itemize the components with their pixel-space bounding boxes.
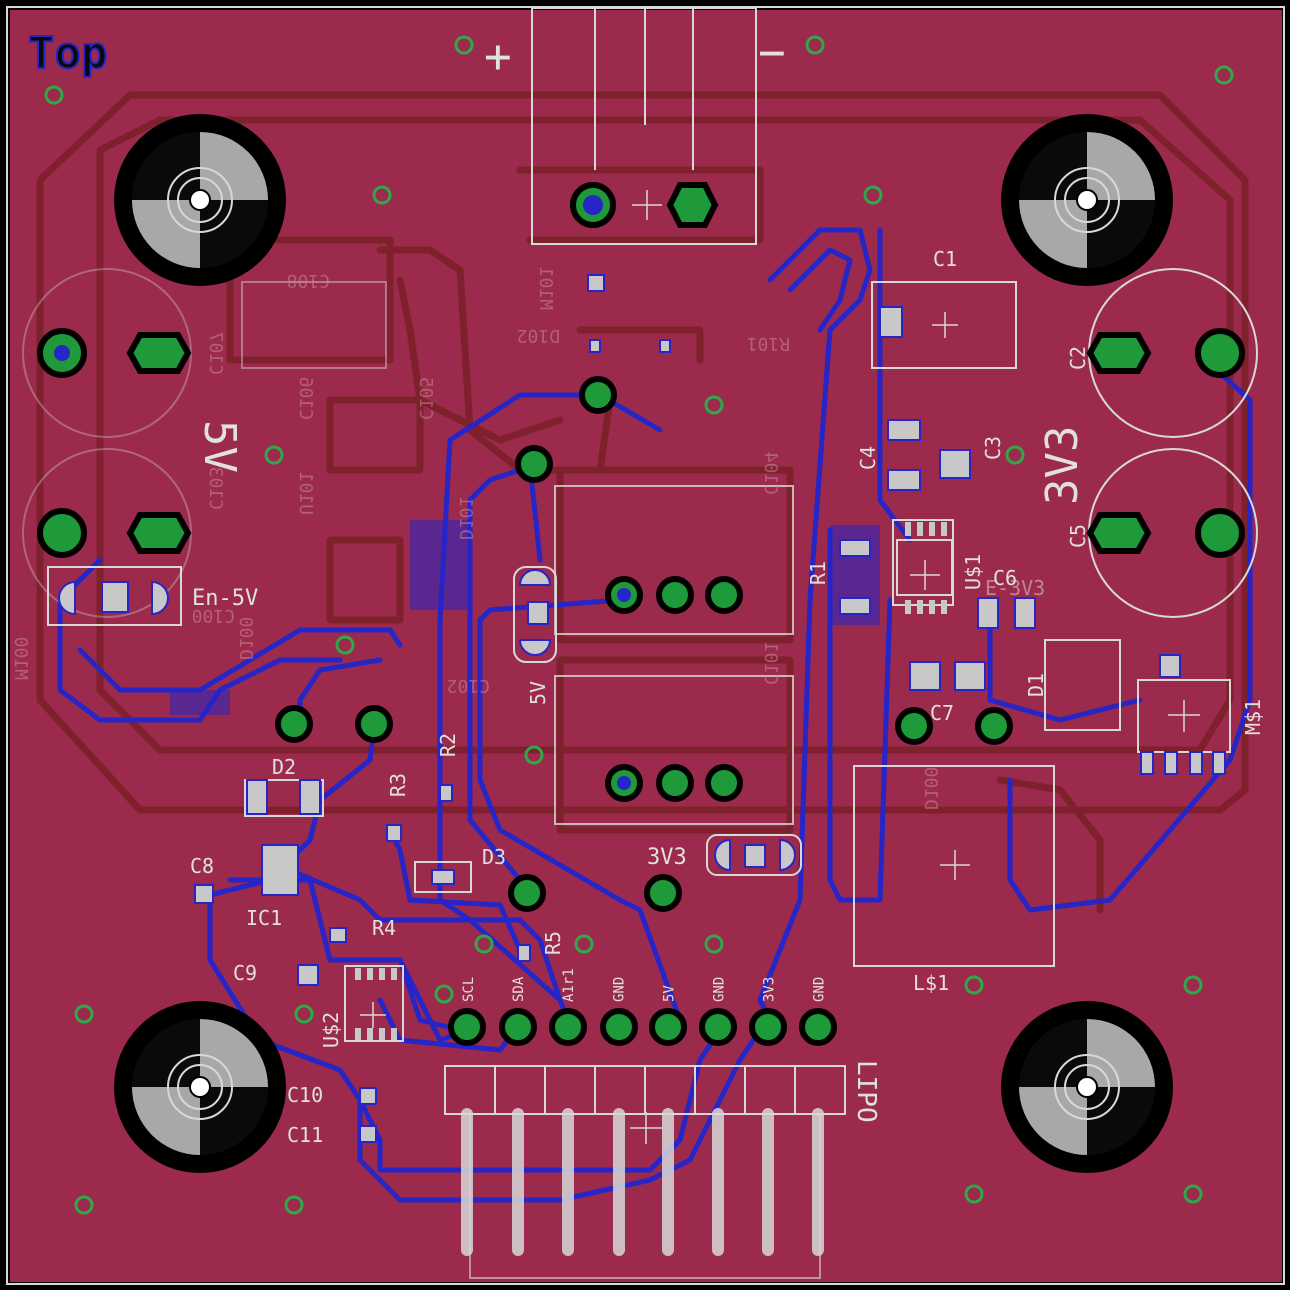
ic-bodies <box>355 522 953 1040</box>
mirror-label-d100b: D100 <box>235 617 256 660</box>
label-ls1: L$1 <box>913 971 949 995</box>
label-c8: C8 <box>190 854 214 878</box>
label-r2: R2 <box>436 733 460 757</box>
label-lipo: LIPO <box>851 1060 881 1123</box>
mount-hole-top-left <box>114 114 286 286</box>
header-pin-label: SDA <box>511 976 527 1002</box>
mirror-label-c103: C103 <box>205 467 226 510</box>
mirror-label-c105: C105 <box>415 377 436 420</box>
label-c11: C11 <box>287 1123 323 1147</box>
label-d2: D2 <box>272 755 296 779</box>
label-c7: C7 <box>930 701 954 725</box>
mirror-label-d100: D100 <box>920 767 941 810</box>
silk-labels: + − C1 C2 C3 C4 C5 C6 C7 C8 C9 C10 C11 R… <box>190 25 1265 1147</box>
layer-title: Top <box>28 28 107 79</box>
mirrored-bottom-labels: C108 D102 R101 M101 C107 C106 C105 C103 … <box>10 267 941 810</box>
mirror-label-c108: C108 <box>287 270 330 291</box>
label-c9: C9 <box>233 961 257 985</box>
label-3v3-big: 3V3 <box>1037 426 1088 505</box>
bottom-copper-regions <box>170 520 880 715</box>
label-ic1: IC1 <box>246 906 282 930</box>
header-pin-label: GND <box>611 977 627 1002</box>
label-5v-big: 5V <box>194 420 245 473</box>
mirror-label-c100: C100 <box>192 605 235 626</box>
label-3v3-small: 3V3 <box>647 845 687 870</box>
label-5v-small: 5V <box>526 681 550 705</box>
label-c4: C4 <box>856 446 880 470</box>
header-pin-labels: SCL SDA A1r1 GND 5V GND 3V3 GND <box>461 968 828 1002</box>
vias <box>44 35 1234 1215</box>
mirror-label-m100: M100 <box>10 637 31 680</box>
header-pin-label: GND <box>712 977 728 1002</box>
header-pin-label: SCL <box>461 977 477 1002</box>
header-pin-label: GND <box>812 977 828 1002</box>
header-pin-label: A1r1 <box>561 968 577 1002</box>
label-c10: C10 <box>287 1083 323 1107</box>
mirror-label-c101: C101 <box>760 642 781 685</box>
mirror-label-r101: R101 <box>747 333 790 354</box>
mirror-label-c107: C107 <box>205 332 226 375</box>
label-e-3v3: E-3V3 <box>985 576 1045 600</box>
half-circle-pads <box>58 569 796 872</box>
minus-label: − <box>758 25 786 79</box>
pad-holes <box>54 195 631 790</box>
label-ms1: M$1 <box>1241 699 1265 735</box>
plus-label: + <box>484 29 512 83</box>
mirror-label-c102: C102 <box>447 675 490 696</box>
mirror-label-d101: D101 <box>455 497 476 540</box>
smd-pads <box>101 274 1226 1143</box>
header-pin-label: 3V3 <box>762 977 778 1002</box>
label-c1: C1 <box>933 247 957 271</box>
mount-hole-bottom-right <box>1001 1001 1173 1173</box>
label-c5: C5 <box>1066 524 1090 548</box>
label-us1: U$1 <box>961 554 985 590</box>
label-d3: D3 <box>482 845 506 869</box>
label-r4: R4 <box>372 916 396 940</box>
mirror-label-u101: U101 <box>295 472 316 515</box>
silkscreen-outlines <box>22 7 1258 1279</box>
mirror-label-c106: C106 <box>295 377 316 420</box>
label-us2: U$2 <box>319 1012 343 1048</box>
label-r3: R3 <box>386 773 410 797</box>
label-en-5v: En-5V <box>192 586 258 611</box>
label-r5: R5 <box>541 931 565 955</box>
label-c2: C2 <box>1066 346 1090 370</box>
origin-markers <box>360 190 1200 1144</box>
mirror-label-m101: M101 <box>535 267 556 310</box>
label-r1: R1 <box>806 561 830 585</box>
mount-hole-top-right <box>1001 114 1173 286</box>
header-pin-label: 5V <box>661 985 677 1002</box>
mount-hole-bottom-left <box>114 1001 286 1173</box>
mirror-label-c104: C104 <box>760 452 781 495</box>
through-hole-pads <box>37 182 1245 1046</box>
mirror-label-d102: D102 <box>517 325 560 346</box>
mounting-holes <box>114 114 1173 1173</box>
label-c6: C6 <box>993 566 1017 590</box>
header-pin-legs <box>461 1108 824 1256</box>
label-d1: D1 <box>1024 673 1048 697</box>
label-c3: C3 <box>981 436 1005 460</box>
